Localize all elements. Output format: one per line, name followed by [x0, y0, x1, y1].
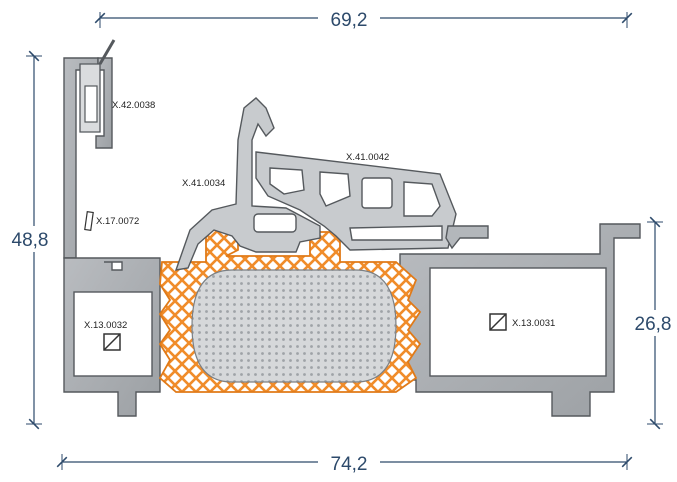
label-reinforcement-right: X.13.0031	[512, 318, 555, 329]
label-glazing-bead: X.41.0042	[346, 152, 389, 163]
label-reinforcement-small: X.17.0072	[96, 216, 139, 227]
dimension-bottom-label: 74,2	[331, 454, 368, 475]
sash-gasket	[174, 97, 321, 271]
dimension-top-label: 69,2	[331, 10, 368, 31]
thermal-break	[158, 225, 422, 393]
dimension-bottom: 74,2	[56, 450, 633, 475]
dimension-left-label: 48,8	[12, 230, 49, 251]
right-cavity	[429, 267, 607, 377]
label-sash-gasket: X.41.0034	[182, 178, 225, 189]
dimension-right: 26,8	[632, 216, 677, 430]
dimension-top: 69,2	[94, 6, 633, 31]
reinforcement-left-marker	[103, 333, 121, 351]
reinforcement-right-marker	[489, 313, 507, 331]
dimension-left: 48,8	[6, 50, 54, 430]
top-left-gasket	[79, 39, 116, 133]
insulation-core	[191, 269, 397, 383]
glazing-bead	[255, 151, 489, 251]
label-reinforcement-left: X.13.0032	[84, 320, 127, 331]
label-gasket-top-left: X.42.0038	[112, 100, 155, 111]
reinforcement-small	[84, 210, 94, 232]
dimension-right-label: 26,8	[635, 314, 672, 335]
